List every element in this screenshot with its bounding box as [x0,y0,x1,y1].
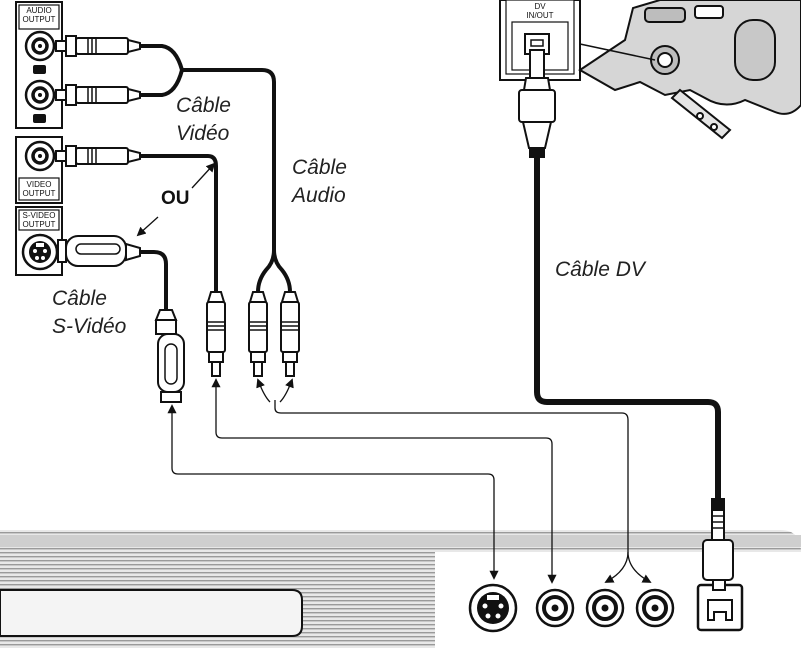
svideo-cable-label-line1: Câble [52,287,107,310]
guide-audio-right [279,378,294,403]
video-cable-label-line2: Vidéo [176,122,230,145]
svideo-cable [140,250,168,310]
or-arrow-down [136,216,159,237]
recorder-audio-right-jack [635,588,675,628]
audio-cable-label: Câble Audio [292,154,347,210]
video-cable-label-line1: Câble [176,94,231,117]
dv-panel-leader [579,43,656,61]
dv-plug-camcorder [518,49,556,158]
recorder-audio-left-jack [585,588,625,628]
audio-output-panel [15,1,63,129]
svideo-cable-label: Câble S-Vidéo [52,285,126,341]
svideo-plug-recorder [154,309,185,403]
svideo-output-label: S-VIDEO OUTPUT [19,211,59,229]
dv-cable [534,158,721,500]
guide-audio [274,400,629,552]
svideo-cable-label-line2: S-Vidéo [52,315,127,338]
svideo-output-label-line2: OUTPUT [22,220,56,229]
dv-inout-label: DV IN/OUT [512,2,568,20]
svideo-plug-source [57,235,141,267]
or-arrow-up [191,162,216,189]
video-output-panel [15,136,63,204]
guide-audio-left [256,378,271,403]
recorder-device [0,530,801,648]
svideo-output-panel [15,206,63,276]
dv-inout-label-line1: DV [534,2,546,11]
video-plug-source [55,145,141,167]
video-output-label-line2: OUTPUT [22,189,56,198]
camcorder-icon [578,0,801,140]
guide-lines [136,162,652,584]
dv-plug-recorder [702,498,734,591]
guide-audio-split-right [627,551,652,583]
dv-cable-label: Câble DV [555,258,645,281]
or-label: OU [161,188,190,209]
audio-plug-recorder-left [248,291,268,377]
dv-inout-label-line2: IN/OUT [526,11,554,20]
video-plug-recorder [206,291,226,377]
audio-plug-top [55,35,141,57]
audio-output-label-line1: AUDIO [26,6,52,15]
video-output-label-line1: VIDEO [26,180,52,189]
recorder-svideo-jack [468,583,518,633]
recorder-dv-jack [696,583,744,632]
video-cable-label: Câble Vidéo [176,92,231,148]
recorder-video-jack [535,588,575,628]
audio-plug-bottom [55,84,141,106]
video-cable [140,154,218,292]
audio-cable-label-line2: Audio [292,184,346,207]
guide-video [211,378,557,584]
audio-plug-recorder-right [280,291,300,377]
video-output-label: VIDEO OUTPUT [19,180,59,198]
audio-cable [140,44,292,293]
audio-output-label: AUDIO OUTPUT [19,6,59,24]
svideo-output-label-line1: S-VIDEO [22,211,56,220]
audio-cable-label-line1: Câble [292,156,347,179]
audio-output-label-line2: OUTPUT [22,15,56,24]
